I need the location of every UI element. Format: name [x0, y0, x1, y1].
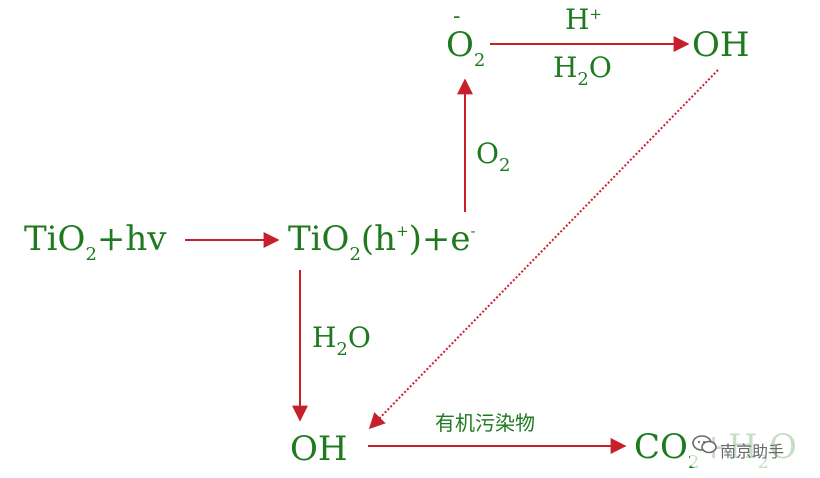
label-oxygen-main: O — [476, 137, 499, 170]
watermark-text: 南京助手 — [720, 442, 785, 461]
label-water-left: H2O — [312, 321, 371, 359]
label-water-top-main: H — [553, 51, 578, 84]
node-excited-paren-open: (h — [360, 219, 397, 259]
wechat-icon — [692, 435, 717, 454]
node-excited-main: TiO — [288, 219, 350, 259]
label-oxygen-sub: 2 — [498, 155, 511, 176]
node-excited-paren-close: )+e — [408, 219, 471, 259]
node-tio2-excited: TiO2(h+)+e- — [288, 219, 476, 264]
node-tio2-hv-tail: +hv — [96, 219, 167, 259]
node-hydroxyl-bottom: OH — [290, 432, 348, 466]
node-excited-sup: + — [396, 222, 409, 240]
node-superoxide-bar: - — [453, 4, 461, 29]
node-tio2-hv-main: TiO — [24, 219, 86, 259]
node-excited-sup2: - — [470, 222, 476, 240]
label-h-plus-sup: + — [589, 5, 602, 23]
node-excited-sub: 2 — [349, 244, 361, 265]
watermark: 南京助手 — [690, 428, 814, 468]
node-superoxide-sub: 2 — [473, 50, 486, 71]
label-water-top: H2O — [553, 51, 612, 89]
node-superoxide: -O2 — [446, 6, 485, 70]
node-tio2-hv: TiO2+hv — [24, 219, 167, 264]
label-organic-pollutant: 有机污染物 — [435, 411, 535, 435]
label-h-plus-main: H — [565, 3, 590, 36]
label-h-plus: H+ — [565, 6, 602, 34]
node-superoxide-main: O — [446, 25, 474, 65]
label-oxygen: O2 — [476, 137, 510, 175]
node-hydroxyl-top: OH — [692, 28, 750, 62]
node-product-main1: CO — [634, 427, 688, 467]
label-water-left-main: H — [312, 321, 337, 354]
node-tio2-hv-sub: 2 — [85, 244, 97, 265]
node-hydroxyl-bottom-text: OH — [290, 429, 348, 469]
label-water-left-tail: O — [347, 321, 371, 354]
label-water-top-sub: 2 — [577, 69, 589, 90]
label-water-top-tail: O — [588, 51, 612, 84]
label-water-left-sub: 2 — [336, 339, 348, 360]
node-hydroxyl-top-text: OH — [692, 25, 750, 65]
arrow-hydroxyl-top-to-bottom — [368, 69, 719, 430]
